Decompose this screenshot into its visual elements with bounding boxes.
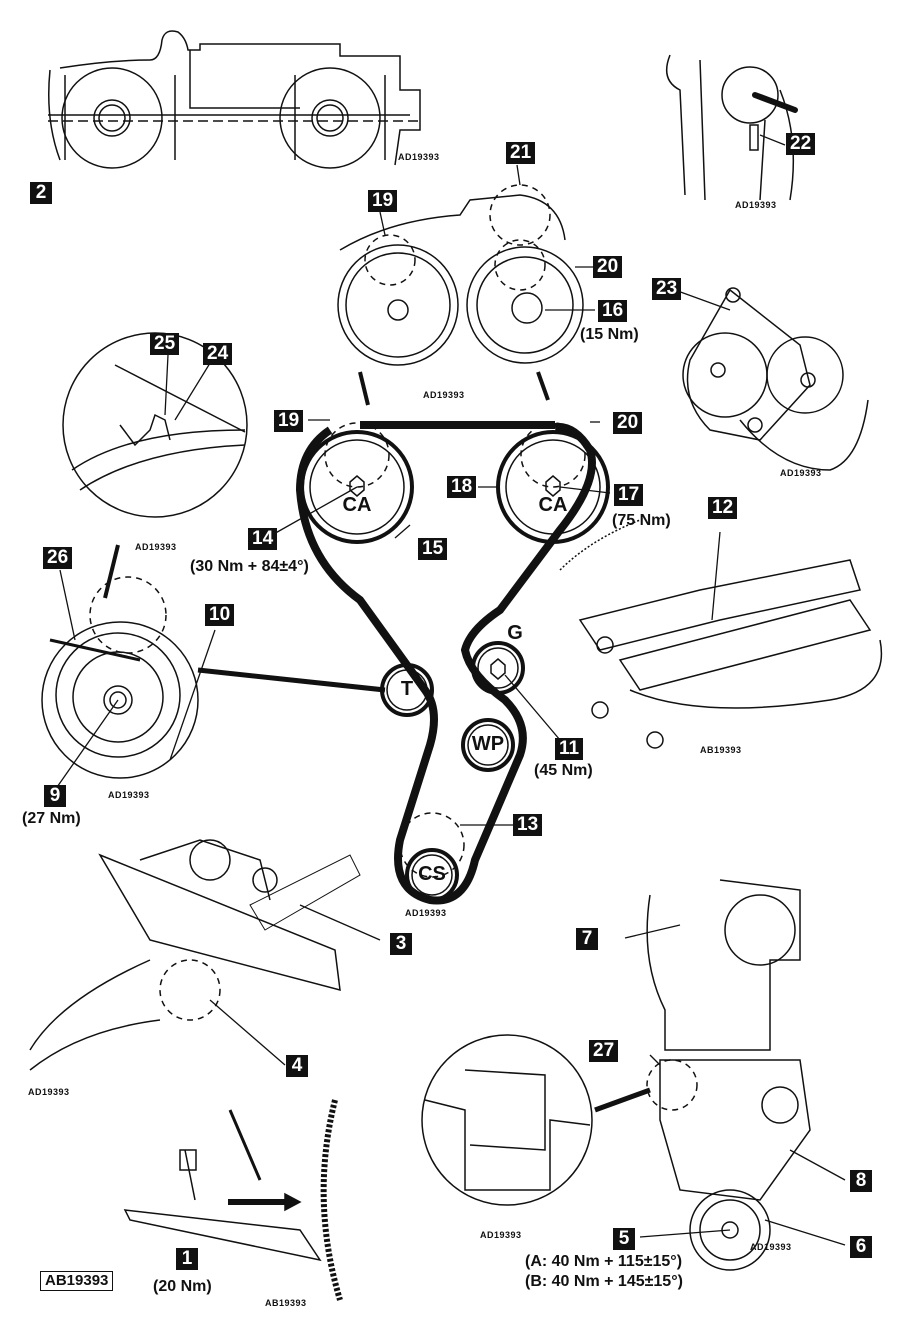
callout-2: 2	[30, 182, 52, 204]
figure-reference-code: AB19393	[40, 1271, 114, 1291]
drawing-ref: AD19393	[480, 1230, 522, 1240]
callout-12: 12	[708, 497, 738, 519]
torque-14: (30 Nm + 84±4°)	[190, 558, 309, 575]
callout-19-detail: 19	[368, 190, 398, 212]
leader-lines	[54, 134, 846, 1246]
callout-24: 24	[203, 343, 233, 365]
pulley-label-tensioner: T	[400, 678, 414, 700]
callout-25: 25	[150, 333, 180, 355]
drawing-ref: AD19393	[108, 790, 150, 800]
drawing-ref: AD19393	[780, 468, 822, 478]
camshaft-locking-tool	[559, 519, 883, 749]
pulley-label-camshaft-left: CA	[342, 494, 372, 516]
drawing-ref: AD19393	[735, 200, 777, 210]
drawing-ref: AD19393	[28, 1087, 70, 1097]
callout-17: 17	[614, 484, 644, 506]
drawing-ref: AB19393	[700, 745, 742, 755]
pulleys	[300, 422, 610, 902]
callout-7: 7	[576, 928, 598, 950]
callout-20: 20	[613, 412, 643, 434]
drawing-ref: AD19393	[405, 908, 447, 918]
timing-belt	[295, 421, 596, 905]
callout-18: 18	[447, 476, 477, 498]
torque-1: (20 Nm)	[153, 1278, 212, 1295]
callout-19: 19	[274, 410, 304, 432]
pulley-label-camshaft-right: CA	[538, 494, 568, 516]
callout-8: 8	[850, 1170, 872, 1192]
camshaft-sprockets-detail	[337, 184, 584, 406]
pulley-label-water-pump: WP	[471, 733, 505, 755]
callout-21: 21	[506, 142, 536, 164]
callout-23: 23	[652, 278, 682, 300]
crank-sensor-bracket	[123, 1099, 343, 1301]
drawing-ref: AD19393	[135, 542, 177, 552]
callout-5: 5	[613, 1228, 635, 1250]
drawing-ref: AD19393	[398, 152, 440, 162]
crankshaft-locking-area	[29, 839, 361, 1071]
torque-5-a: (A: 40 Nm + 115±15°)	[525, 1253, 683, 1270]
callout-10: 10	[205, 604, 235, 626]
callout-1: 1	[176, 1248, 198, 1270]
callout-27: 27	[589, 1040, 619, 1062]
inset-locking-plate	[682, 287, 869, 471]
inset-crank-pin	[665, 54, 798, 201]
torque-17: (75 Nm)	[612, 512, 671, 529]
callout-15: 15	[418, 538, 448, 560]
drawing-ref: AD19393	[750, 1242, 792, 1252]
pulley-label-guide: G	[507, 622, 523, 644]
timing-covers	[646, 879, 811, 1271]
callout-16: 16	[598, 300, 628, 322]
callout-6: 6	[850, 1236, 872, 1258]
tensioner-assembly	[41, 544, 386, 779]
callout-13: 13	[513, 814, 543, 836]
callout-3: 3	[390, 933, 412, 955]
inset-cover-clip	[421, 1034, 651, 1206]
torque-5-b: (B: 40 Nm + 145±15°)	[525, 1273, 683, 1290]
torque-9: (27 Nm)	[22, 810, 81, 827]
callout-11: 11	[555, 738, 584, 760]
pulley-label-crankshaft: CS	[418, 863, 446, 885]
drawing-ref: AB19393	[265, 1298, 307, 1308]
callout-9: 9	[44, 785, 66, 807]
callout-20-detail: 20	[593, 256, 623, 278]
callout-4: 4	[286, 1055, 308, 1077]
torque-16: (15 Nm)	[580, 326, 639, 343]
callout-14: 14	[248, 528, 278, 550]
drawing-ref: AD19393	[423, 390, 465, 400]
callout-26: 26	[43, 547, 73, 569]
torque-11: (45 Nm)	[534, 762, 593, 779]
inset-camshaft-alignment	[48, 30, 421, 169]
callout-22: 22	[786, 133, 816, 155]
